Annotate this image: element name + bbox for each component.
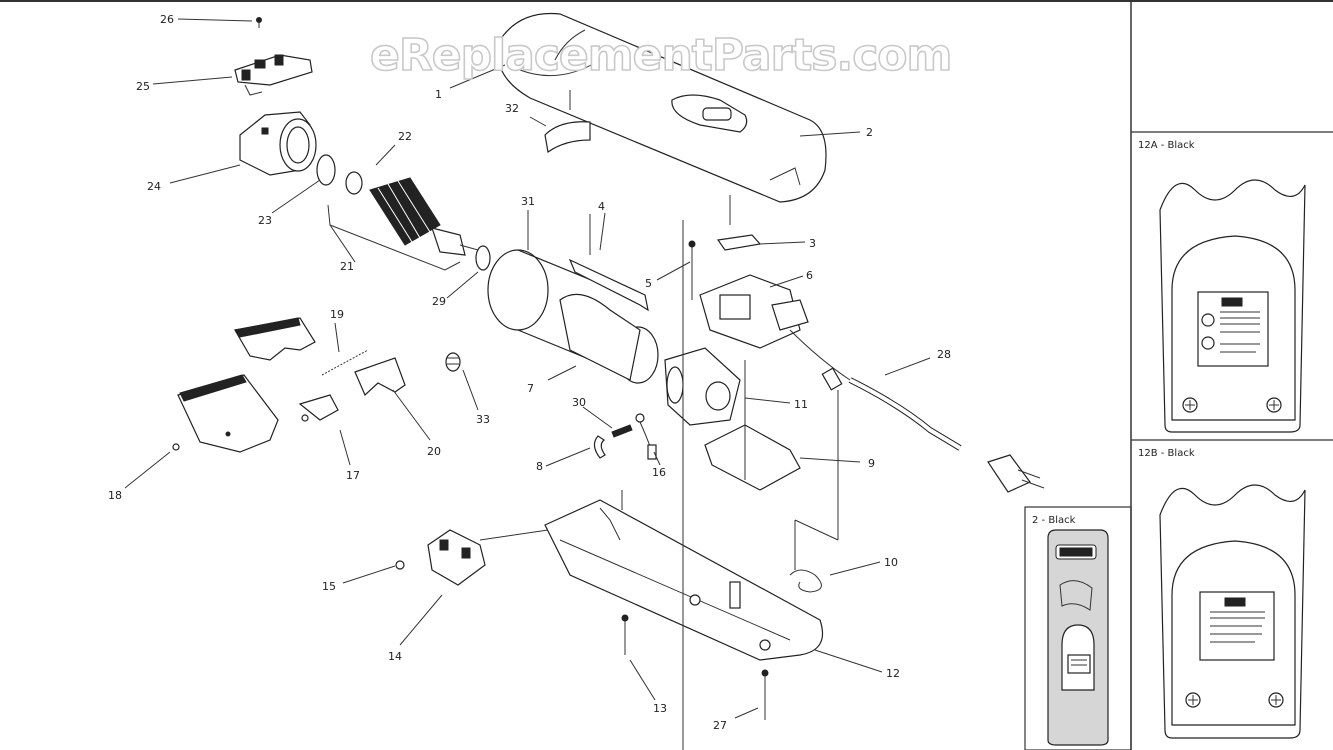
panel-12b: 12B - Black bbox=[1138, 448, 1306, 739]
panel-2: 2 - Black bbox=[1032, 515, 1109, 746]
callout-33: 33 bbox=[476, 413, 490, 426]
callout-25: 25 bbox=[136, 80, 150, 93]
part-27-screw bbox=[761, 669, 769, 720]
part-26-screw bbox=[256, 17, 262, 28]
leader-lines bbox=[124, 18, 931, 719]
part-29-ring bbox=[475, 245, 491, 271]
callout-10: 10 bbox=[884, 556, 898, 569]
lower-blade bbox=[177, 374, 279, 453]
callout-27: 27 bbox=[713, 719, 727, 732]
part-8-clip bbox=[593, 435, 606, 459]
callout-5: 5 bbox=[645, 277, 652, 290]
part-20-lever bbox=[354, 357, 406, 397]
part-6-switch-assembly bbox=[699, 274, 809, 349]
part-9-insulator bbox=[704, 424, 801, 491]
part-25-bracket bbox=[234, 54, 313, 96]
panel-12a-title: 12A - Black bbox=[1138, 140, 1195, 151]
part-15-screw bbox=[395, 560, 405, 570]
part-12-bottom-housing bbox=[544, 499, 824, 661]
part-10-wire bbox=[789, 569, 822, 593]
callout-9: 9 bbox=[868, 457, 875, 470]
assembly-lines bbox=[327, 90, 839, 750]
callout-23: 23 bbox=[258, 214, 272, 227]
part-28-cord bbox=[789, 329, 1045, 493]
part-5-screw bbox=[688, 240, 696, 300]
panel-2-title: 2 - Black bbox=[1032, 515, 1076, 526]
callout-1: 1 bbox=[435, 88, 442, 101]
part-19-spring bbox=[321, 349, 369, 376]
top-housing bbox=[497, 12, 827, 203]
callout-28: 28 bbox=[937, 348, 951, 361]
panel-12b-title: 12B - Black bbox=[1138, 448, 1195, 459]
callout-13: 13 bbox=[653, 702, 667, 715]
callout-18: 18 bbox=[108, 489, 122, 502]
callout-21: 21 bbox=[340, 260, 354, 273]
callout-11: 11 bbox=[794, 398, 808, 411]
watermark: eReplacementParts.com bbox=[370, 30, 951, 81]
callout-4: 4 bbox=[598, 200, 605, 213]
part-4-clip bbox=[568, 258, 649, 312]
callout-3: 3 bbox=[809, 237, 816, 250]
callout-26: 26 bbox=[160, 13, 174, 26]
part-3-plate bbox=[716, 234, 762, 251]
callout-8: 8 bbox=[536, 460, 543, 473]
part-32-insert bbox=[544, 121, 591, 154]
callout-22: 22 bbox=[398, 130, 412, 143]
callout-31: 31 bbox=[521, 195, 535, 208]
callout-12: 12 bbox=[886, 667, 900, 680]
callout-29: 29 bbox=[432, 295, 446, 308]
part-13-screw bbox=[621, 614, 629, 655]
part-21-armature bbox=[369, 177, 479, 256]
callout-32: 32 bbox=[505, 102, 519, 115]
part-22-bearing bbox=[345, 171, 363, 195]
callout-7: 7 bbox=[527, 382, 534, 395]
callout-24: 24 bbox=[147, 180, 161, 193]
callout-19: 19 bbox=[330, 308, 344, 321]
part-18-screw bbox=[172, 443, 180, 451]
panel-12a: 12A - Black bbox=[1138, 140, 1306, 433]
part-16-connector bbox=[635, 413, 657, 460]
part-31-cylinder bbox=[487, 249, 659, 384]
callout-2: 2 bbox=[866, 126, 873, 139]
part-24-motor-mount bbox=[239, 111, 317, 176]
part-11-motor-frame bbox=[664, 347, 741, 426]
callout-6: 6 bbox=[806, 269, 813, 282]
part-30-spring bbox=[611, 424, 633, 438]
upper-blade bbox=[234, 317, 316, 361]
callout-15: 15 bbox=[322, 580, 336, 593]
callout-labels: 26 25 24 23 22 21 29 1 32 2 3 6 31 4 5 7… bbox=[108, 13, 951, 732]
part-33-spring bbox=[445, 352, 461, 372]
callout-30: 30 bbox=[572, 396, 586, 409]
panel-box-2 bbox=[1024, 506, 1132, 750]
part-14-latch bbox=[427, 529, 486, 586]
callout-20: 20 bbox=[427, 445, 441, 458]
callout-17: 17 bbox=[346, 469, 360, 482]
callout-14: 14 bbox=[388, 650, 402, 663]
part-23-ring bbox=[316, 154, 336, 186]
part-17-blade-guide bbox=[298, 394, 339, 422]
callout-16: 16 bbox=[652, 466, 666, 479]
